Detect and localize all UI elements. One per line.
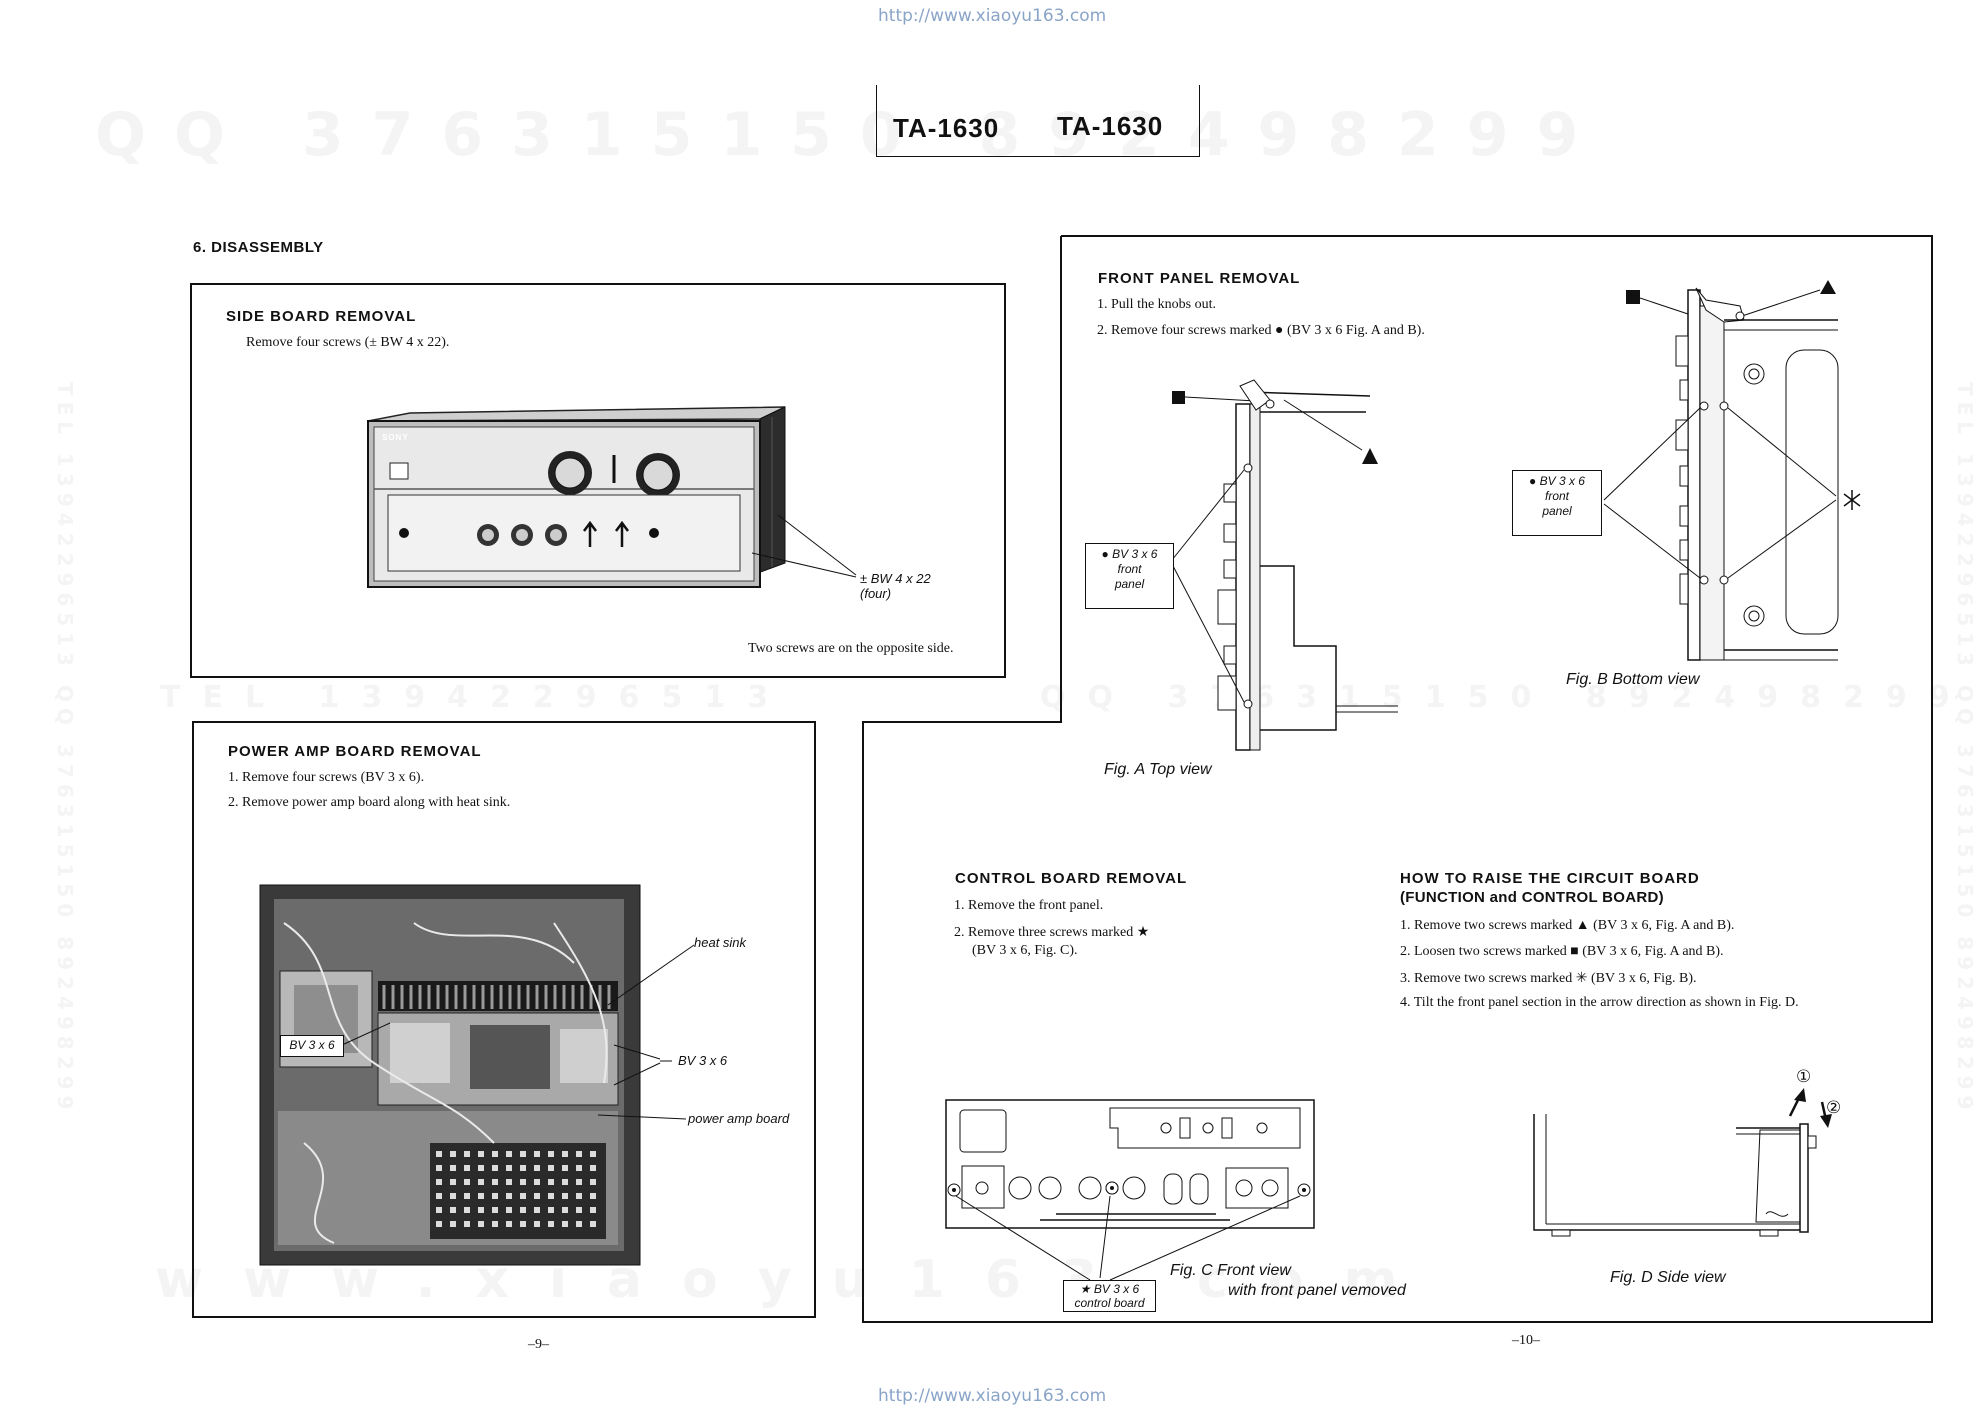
source-url-top[interactable]: http://www.xiaoyu163.com xyxy=(878,6,1107,26)
front-panel-step-2: 2. Remove four screws marked ● (BV 3 x 6… xyxy=(1097,323,1425,338)
front-panel-title: FRONT PANEL REMOVAL xyxy=(1098,270,1301,287)
fig-b-screw-tag: ● BV 3 x 6 front panel xyxy=(1512,470,1602,536)
raise-board-step-1: 1. Remove two screws marked ▲ (BV 3 x 6,… xyxy=(1400,918,1735,933)
power-amp-board-label: power amp board xyxy=(688,1111,790,1126)
fig-d-arrow-2: ② xyxy=(1826,1098,1842,1117)
fig-d-arrow-1: ① xyxy=(1796,1067,1812,1086)
source-url-bottom[interactable]: http://www.xiaoyu163.com xyxy=(878,1386,1107,1406)
fig-c-caption-sub: with front panel vemoved xyxy=(1228,1282,1406,1299)
power-amp-panel: POWER AMP BOARD REMOVAL 1. Remove four s… xyxy=(192,721,816,1318)
bv-screw-tag-left: BV 3 x 6 xyxy=(280,1035,344,1057)
page-number-left: –9– xyxy=(528,1337,549,1352)
power-amp-photo xyxy=(259,884,695,1266)
fig-a-tag-line2: front xyxy=(1117,562,1142,576)
screw-callout-size: ± BW 4 x 22 xyxy=(860,571,931,586)
raise-board-subtitle: (FUNCTION and CONTROL BOARD) xyxy=(1400,889,1664,906)
side-board-screw-callout: ± BW 4 x 22 (four) xyxy=(860,571,931,601)
power-amp-step-2: 2. Remove power amp board along with hea… xyxy=(228,795,511,810)
side-board-panel: SIDE BOARD REMOVAL Remove four screws (±… xyxy=(190,283,1006,678)
fig-d-caption: Fig. D Side view xyxy=(1610,1269,1726,1286)
fig-b-tag-line2: front xyxy=(1544,489,1569,503)
fig-a-tag-size: ● BV 3 x 6 xyxy=(1101,547,1158,561)
model-number-left: TA-1630 xyxy=(893,113,1000,143)
watermark-qq-mid: QQ 376315150 892498299 xyxy=(1040,680,1972,715)
power-amp-title: POWER AMP BOARD REMOVAL xyxy=(228,743,482,760)
control-board-step-1: 1. Remove the front panel. xyxy=(954,898,1104,913)
watermark-qq-top: QQ 376315150 892498299 xyxy=(95,100,1607,170)
screw-callout-count: (four) xyxy=(860,586,892,601)
control-board-title: CONTROL BOARD REMOVAL xyxy=(955,870,1188,887)
bv-screw-label-right: BV 3 x 6 xyxy=(678,1053,728,1068)
amplifier-illustration xyxy=(367,406,857,588)
fig-b-caption: Fig. B Bottom view xyxy=(1566,671,1700,688)
control-board-step-2-cont: (BV 3 x 6, Fig. C). xyxy=(972,943,1078,958)
raise-board-title: HOW TO RAISE THE CIRCUIT BOARD xyxy=(1400,870,1700,887)
control-board-step-2: 2. Remove three screws marked ★ xyxy=(954,925,1150,940)
fig-b-tag-line3: panel xyxy=(1542,504,1572,518)
raise-board-step-3: 3. Remove two screws marked ✳ (BV 3 x 6,… xyxy=(1400,971,1697,986)
fig-c-tag-board: control board xyxy=(1074,1296,1145,1310)
side-board-title: SIDE BOARD REMOVAL xyxy=(226,308,417,325)
header-frame: TA-1630 TA-1630 xyxy=(876,85,1200,157)
fig-c-tag-size: ★ BV 3 x 6 xyxy=(1079,1282,1140,1296)
front-panel-step-1: 1. Pull the knobs out. xyxy=(1097,297,1217,312)
fig-a-screw-tag: ● BV 3 x 6 front panel xyxy=(1085,543,1174,609)
model-number-right: TA-1630 xyxy=(1057,111,1164,141)
fig-c-caption: Fig. C Front view xyxy=(1170,1262,1291,1279)
raise-board-step-2: 2. Loosen two screws marked ■ (BV 3 x 6,… xyxy=(1400,944,1724,959)
fig-c-screw-tag: ★ BV 3 x 6 control board xyxy=(1063,1280,1156,1312)
section-title: 6. DISASSEMBLY xyxy=(193,239,324,256)
fig-b-tag-size: ● BV 3 x 6 xyxy=(1529,474,1585,488)
side-board-note: Two screws are on the opposite side. xyxy=(748,641,954,656)
amp-brand: SONY xyxy=(382,433,409,442)
raise-board-step-4: 4. Tilt the front panel section in the a… xyxy=(1400,995,1799,1010)
page-number-right: –10– xyxy=(1512,1333,1540,1348)
fig-a-tag-line3: panel xyxy=(1114,577,1145,591)
side-board-instruction: Remove four screws (± BW 4 x 22). xyxy=(246,335,450,350)
watermark-tel-mid: TEL 13942296513 xyxy=(160,680,791,715)
fig-a-caption: Fig. A Top view xyxy=(1104,761,1212,778)
power-amp-step-1: 1. Remove four screws (BV 3 x 6). xyxy=(228,770,425,785)
bv-screw-tag-left-text: BV 3 x 6 xyxy=(289,1038,335,1052)
heat-sink-label: heat sink xyxy=(694,935,747,950)
